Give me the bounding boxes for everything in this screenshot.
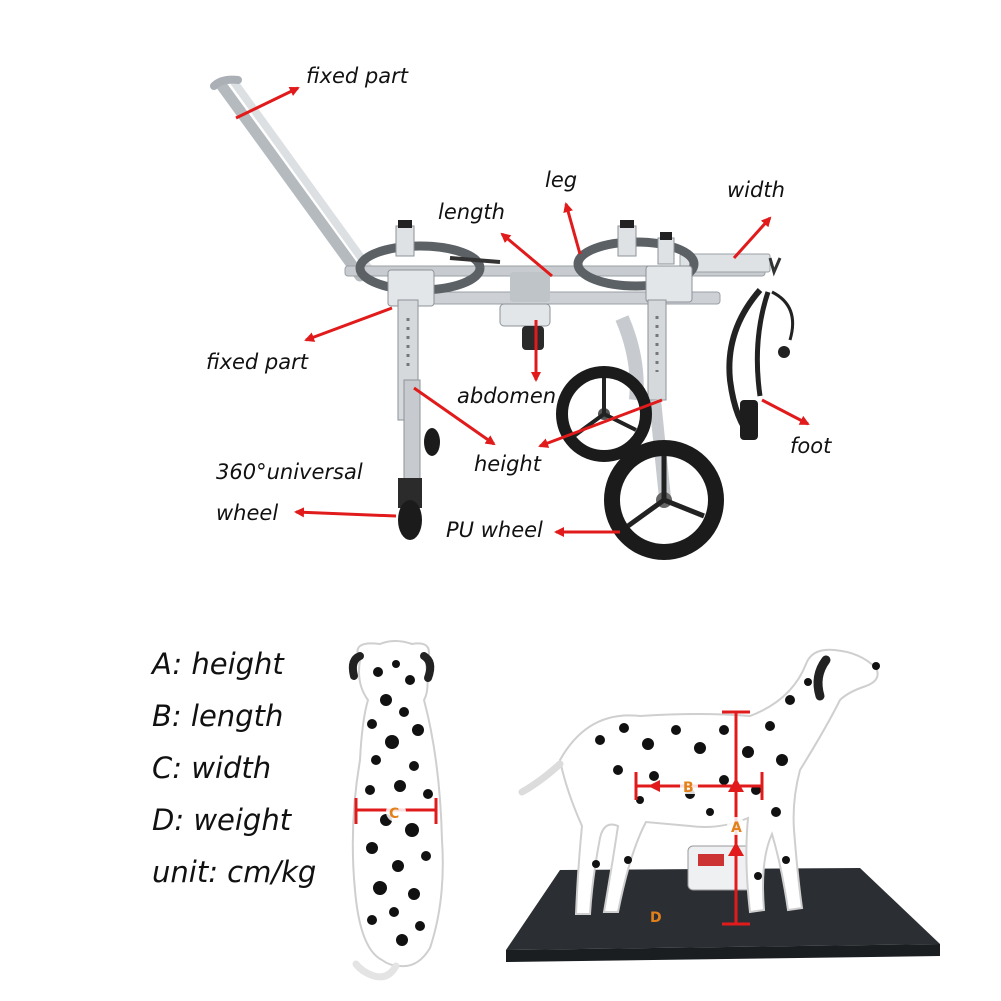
abdomen-support — [499, 303, 551, 350]
arrow-width — [732, 216, 772, 260]
arrow-height-right — [538, 398, 663, 448]
label-foot: foot — [790, 434, 832, 458]
label-leg: leg — [545, 168, 578, 192]
legend-height: A: height — [152, 647, 284, 681]
legend-length: B: length — [152, 699, 284, 733]
length-marker: B — [634, 772, 764, 800]
label-fixed-part-top: fixed part — [306, 64, 408, 88]
arrow-fixed-part-top — [235, 86, 300, 120]
arrow-universal-wheel — [294, 507, 397, 518]
label-universal-wheel-line1: 360°universal — [216, 460, 363, 484]
marker-b: B — [683, 780, 694, 796]
arrow-length — [500, 232, 553, 278]
label-pu-wheel: PU wheel — [446, 518, 543, 542]
pu-wheel-large — [604, 440, 724, 560]
arrow-fixed-part-left — [304, 306, 393, 342]
legend-width: C: width — [152, 751, 272, 785]
rear-wheel-small — [556, 366, 652, 462]
arrow-foot — [761, 398, 810, 426]
arrow-leg — [563, 202, 582, 255]
wheelchair-illustration — [210, 75, 795, 560]
label-length: length — [438, 200, 505, 224]
label-width: width — [727, 178, 785, 202]
marker-d: D — [650, 910, 662, 926]
label-abdomen: abdomen — [457, 384, 557, 408]
arrow-height-left — [413, 386, 496, 446]
legend-unit: unit: cm/kg — [152, 855, 317, 889]
label-fixed-part-left: fixed part — [206, 350, 308, 374]
marker-c: C — [389, 806, 399, 822]
front-leg — [397, 299, 440, 540]
label-universal-wheel-line2: wheel — [216, 501, 279, 525]
wheelchair-arrows — [235, 86, 810, 537]
foot-straps — [726, 257, 795, 441]
label-height: height — [474, 452, 541, 476]
width-marker: C — [354, 798, 438, 824]
clamp-blocks — [387, 220, 693, 307]
legend-weight: D: weight — [152, 803, 292, 837]
handle-bar — [210, 75, 374, 282]
dog-side-view — [518, 648, 880, 915]
marker-a: A — [731, 820, 742, 836]
weighing-scale — [506, 845, 940, 962]
